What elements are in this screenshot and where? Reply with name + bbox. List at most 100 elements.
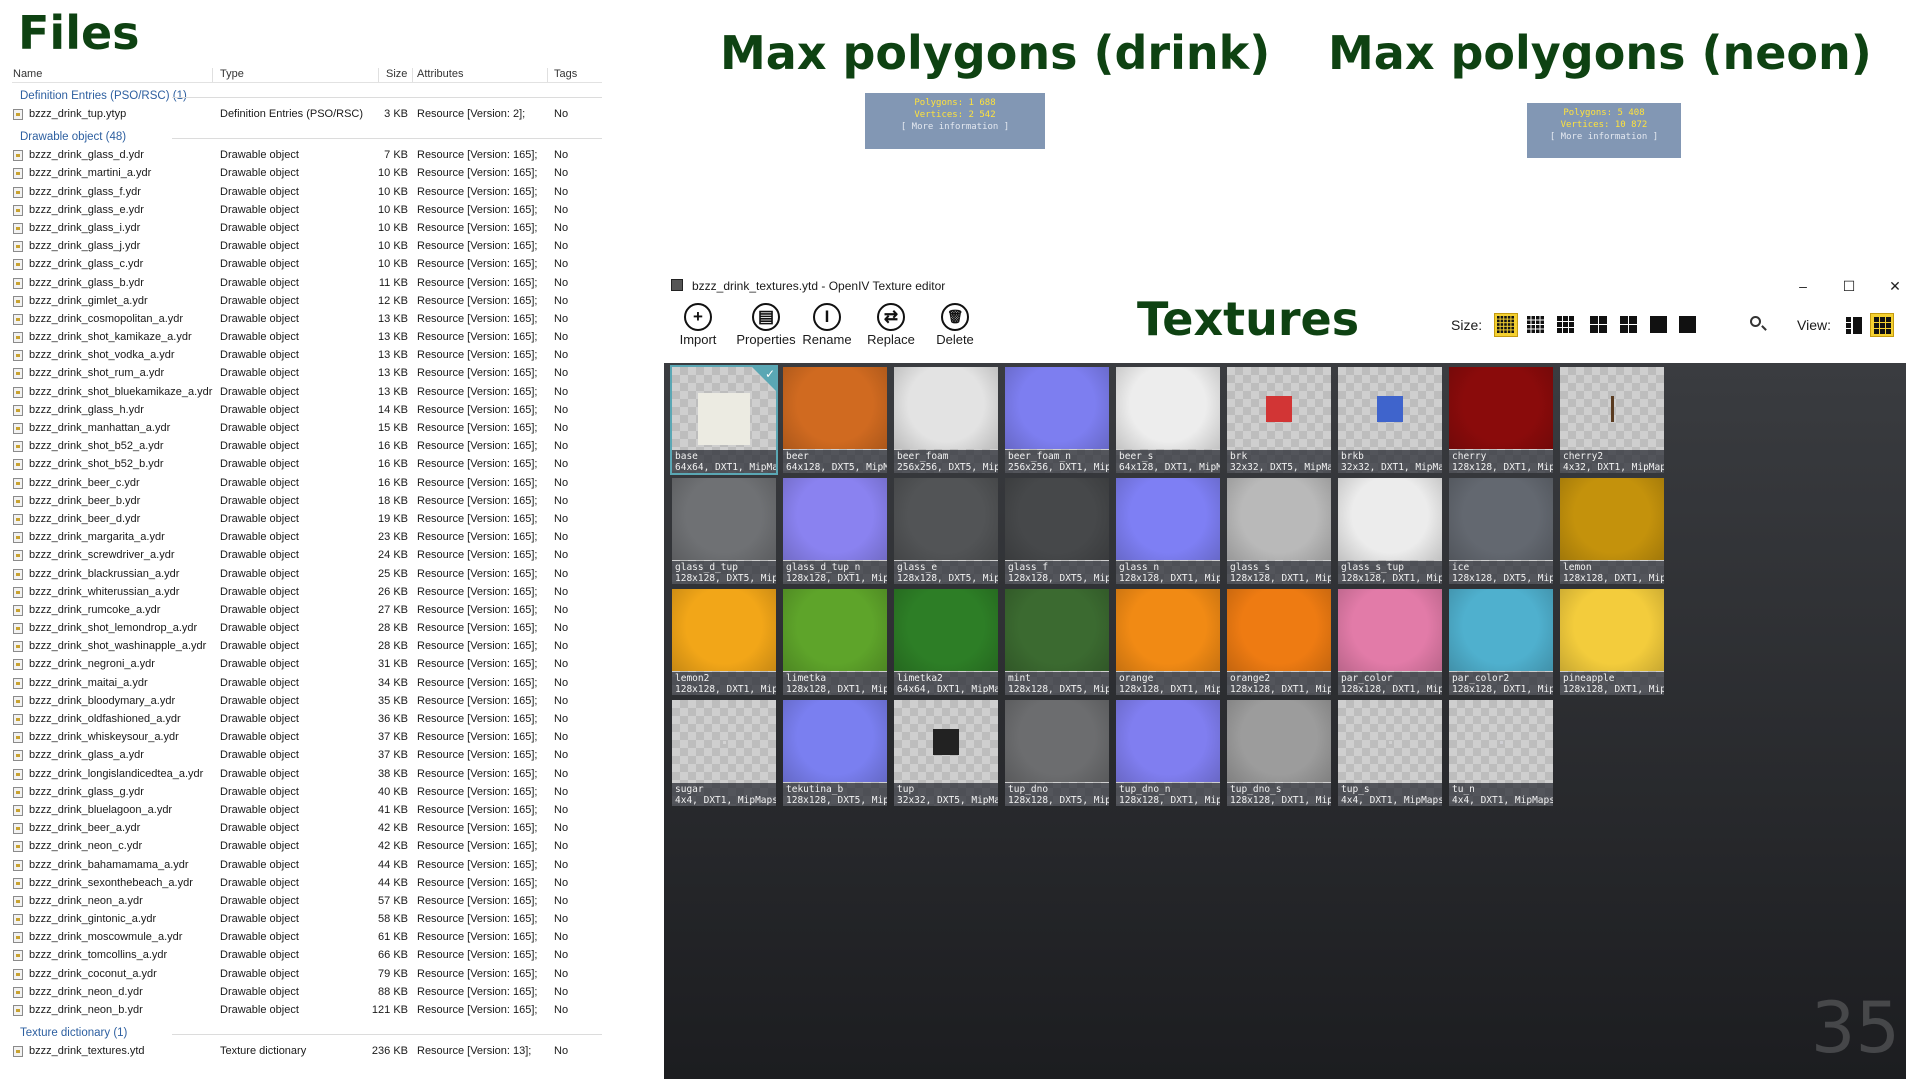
- size-medium-grid-icon[interactable]: [1555, 314, 1577, 336]
- replace-button[interactable]: ⇄ Replace: [861, 303, 921, 347]
- size-xlarge-grid-icon[interactable]: [1648, 314, 1670, 336]
- file-group-header[interactable]: Texture dictionary (1): [12, 1023, 602, 1043]
- column-attributes[interactable]: Attributes: [417, 68, 464, 80]
- column-type[interactable]: Type: [220, 68, 244, 80]
- size-large-grid-icon[interactable]: [1588, 314, 1610, 336]
- search-icon[interactable]: [1750, 316, 1761, 327]
- size-small-grid-icon[interactable]: [1525, 314, 1547, 336]
- size-larger-grid-icon[interactable]: [1618, 314, 1640, 336]
- rename-button[interactable]: I Rename: [797, 303, 857, 347]
- size-smallest-grid-icon[interactable]: [1494, 313, 1518, 337]
- view-grid-icon[interactable]: [1870, 313, 1894, 337]
- more-information-link[interactable]: [ More information ]: [900, 122, 1010, 132]
- import-button[interactable]: + Import: [668, 303, 728, 347]
- close-icon[interactable]: ✕: [1889, 278, 1901, 294]
- minimize-icon[interactable]: –: [1799, 278, 1807, 294]
- column-name[interactable]: Name: [13, 68, 43, 80]
- column-size[interactable]: Size: [386, 68, 408, 80]
- size-single-icon[interactable]: [1677, 314, 1699, 336]
- view-list-icon[interactable]: [1843, 314, 1865, 336]
- maximize-icon[interactable]: ☐: [1842, 278, 1856, 294]
- file-group-header[interactable]: Drawable object (48): [12, 127, 602, 147]
- more-information-link[interactable]: [ More information ]: [1549, 132, 1659, 142]
- properties-button[interactable]: ▤ Properties: [736, 303, 796, 347]
- delete-button[interactable]: 🗑 Delete: [925, 303, 985, 347]
